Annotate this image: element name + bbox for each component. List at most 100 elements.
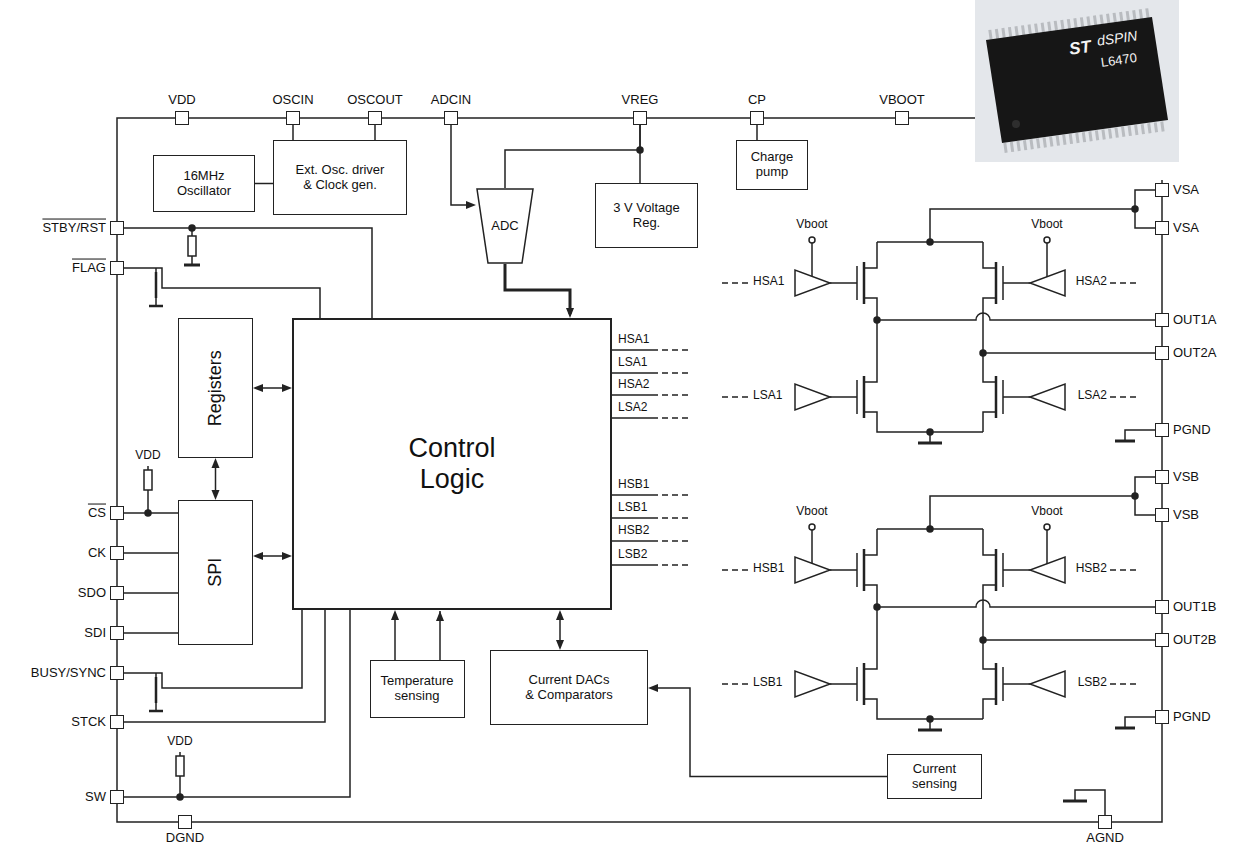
vboot-terminal (1044, 237, 1050, 243)
pin-label: VDD (168, 93, 195, 108)
signal-name: LSA2 (618, 401, 647, 415)
pin-box: PGND (1155, 423, 1169, 437)
pin-box: CS (110, 506, 124, 520)
pin-label: OUT2A (1173, 346, 1216, 361)
chip-photo (975, 0, 1179, 162)
pin-label: DGND (166, 831, 204, 846)
signal-wire (124, 552, 178, 554)
pin-label: STBY/RST (42, 221, 106, 236)
vboot-wire (812, 243, 1047, 277)
pin-box: VSB (1155, 470, 1169, 484)
signal-arrow (451, 125, 472, 205)
pin-box: VSA (1155, 183, 1169, 197)
signal-arrow (439, 611, 441, 660)
signal-arrow (394, 614, 396, 660)
block-label: Registers (205, 350, 226, 426)
pin-label: SDO (78, 586, 106, 601)
pin-box: VBOOT (895, 111, 909, 125)
signal-name: HSB1 (618, 478, 649, 492)
signal-wire (255, 183, 273, 185)
adc-symbol (477, 189, 533, 263)
pin-box: OUT1B (1155, 600, 1169, 614)
signal-wire (124, 610, 325, 722)
pin-box: OSCIN (286, 111, 300, 125)
signal-wire (505, 125, 640, 188)
pin-label: PGND (1173, 710, 1211, 725)
supply-label: VDD (167, 735, 192, 749)
current-dac-block: Current DACs & Comparators (490, 650, 648, 725)
block-label: SPI (205, 558, 226, 587)
signal-name: HSA1 (618, 333, 649, 347)
h-bridge (722, 477, 1155, 730)
pin-box: CP (750, 111, 764, 125)
signal-name: HSA2 (1076, 275, 1107, 289)
signal-wire (756, 125, 758, 140)
transistor-wire (155, 268, 157, 711)
output-wire (877, 313, 1155, 353)
junction-dot (980, 350, 986, 356)
signal-wire (124, 268, 320, 318)
pin-label: FLAG (72, 261, 106, 276)
pin-label: SDI (84, 626, 106, 641)
supply-label: VDD (135, 449, 160, 463)
block-label: Ext. Osc. driver & Clock gen. (290, 163, 390, 193)
pin-label: SW (85, 790, 106, 805)
pin-box: OSCOUT (368, 111, 382, 125)
supply-label: Vboot (1031, 218, 1062, 232)
signal-name: HSB2 (1076, 562, 1107, 576)
pin-box: CK (110, 546, 124, 560)
signal-name: LSB2 (1078, 676, 1107, 690)
pin-label: PGND (1173, 423, 1211, 438)
pin-box: OUT1A (1155, 313, 1169, 327)
chip-part-number: L6470 (1100, 51, 1138, 71)
pin-label: BUSY/SYNC (31, 666, 106, 681)
supply-label: Vboot (1031, 505, 1062, 519)
pin-label: STCK (71, 715, 106, 730)
signal-arrow (215, 462, 217, 496)
pin-box: VREG (633, 111, 647, 125)
temperature-sensor-block: Temperature sensing (370, 660, 465, 718)
register-block: Registers (178, 318, 253, 458)
wiring (117, 118, 1162, 822)
logo-text: ST (1068, 37, 1092, 59)
pin-box: SDI (110, 626, 124, 640)
signal-wire (124, 228, 372, 318)
pin-box: STCK (110, 715, 124, 729)
signal-arrow (505, 264, 570, 314)
signal-name: LSB1 (753, 676, 782, 690)
block-label: Current sensing (903, 762, 967, 792)
mosfet-gate (830, 266, 1030, 414)
pin-box: OUT2B (1155, 633, 1169, 647)
voltage-regulator-block: 3 V Voltage Reg. (595, 183, 698, 248)
mosfet-wiring (864, 242, 996, 432)
pin-box: ADCIN (444, 111, 458, 125)
junction-dot (927, 239, 933, 245)
block-label: 3 V Voltage Reg. (608, 201, 686, 231)
chip-frame (117, 118, 1162, 822)
ground-bar (184, 264, 200, 267)
signal-name: LSA1 (753, 389, 782, 403)
adc-block: ADC (476, 188, 534, 264)
oscillator-block: 16MHz Oscillator (153, 155, 255, 212)
adc-outline (476, 188, 534, 264)
pin-label: VSA (1173, 221, 1199, 236)
signal-wire (124, 592, 178, 594)
signal-arrow (559, 614, 561, 646)
ground-bar (1063, 800, 1087, 803)
charge-pump-block: Charge pump (736, 140, 808, 190)
h-bridge (722, 190, 1155, 443)
signal-name: LSA2 (1078, 389, 1107, 403)
control-output-wire (612, 350, 652, 565)
block-label: Charge pump (744, 150, 800, 180)
signal-name: HSA1 (753, 275, 784, 289)
pin-label: ADCIN (431, 93, 471, 108)
pin-box: FLAG (110, 261, 124, 275)
pin-box: BUSY/SYNC (110, 666, 124, 680)
junction-dot (927, 429, 933, 435)
pin-label: VREG (622, 93, 659, 108)
block-label: Control Logic (377, 433, 527, 495)
pin-label: AGND (1086, 831, 1124, 846)
